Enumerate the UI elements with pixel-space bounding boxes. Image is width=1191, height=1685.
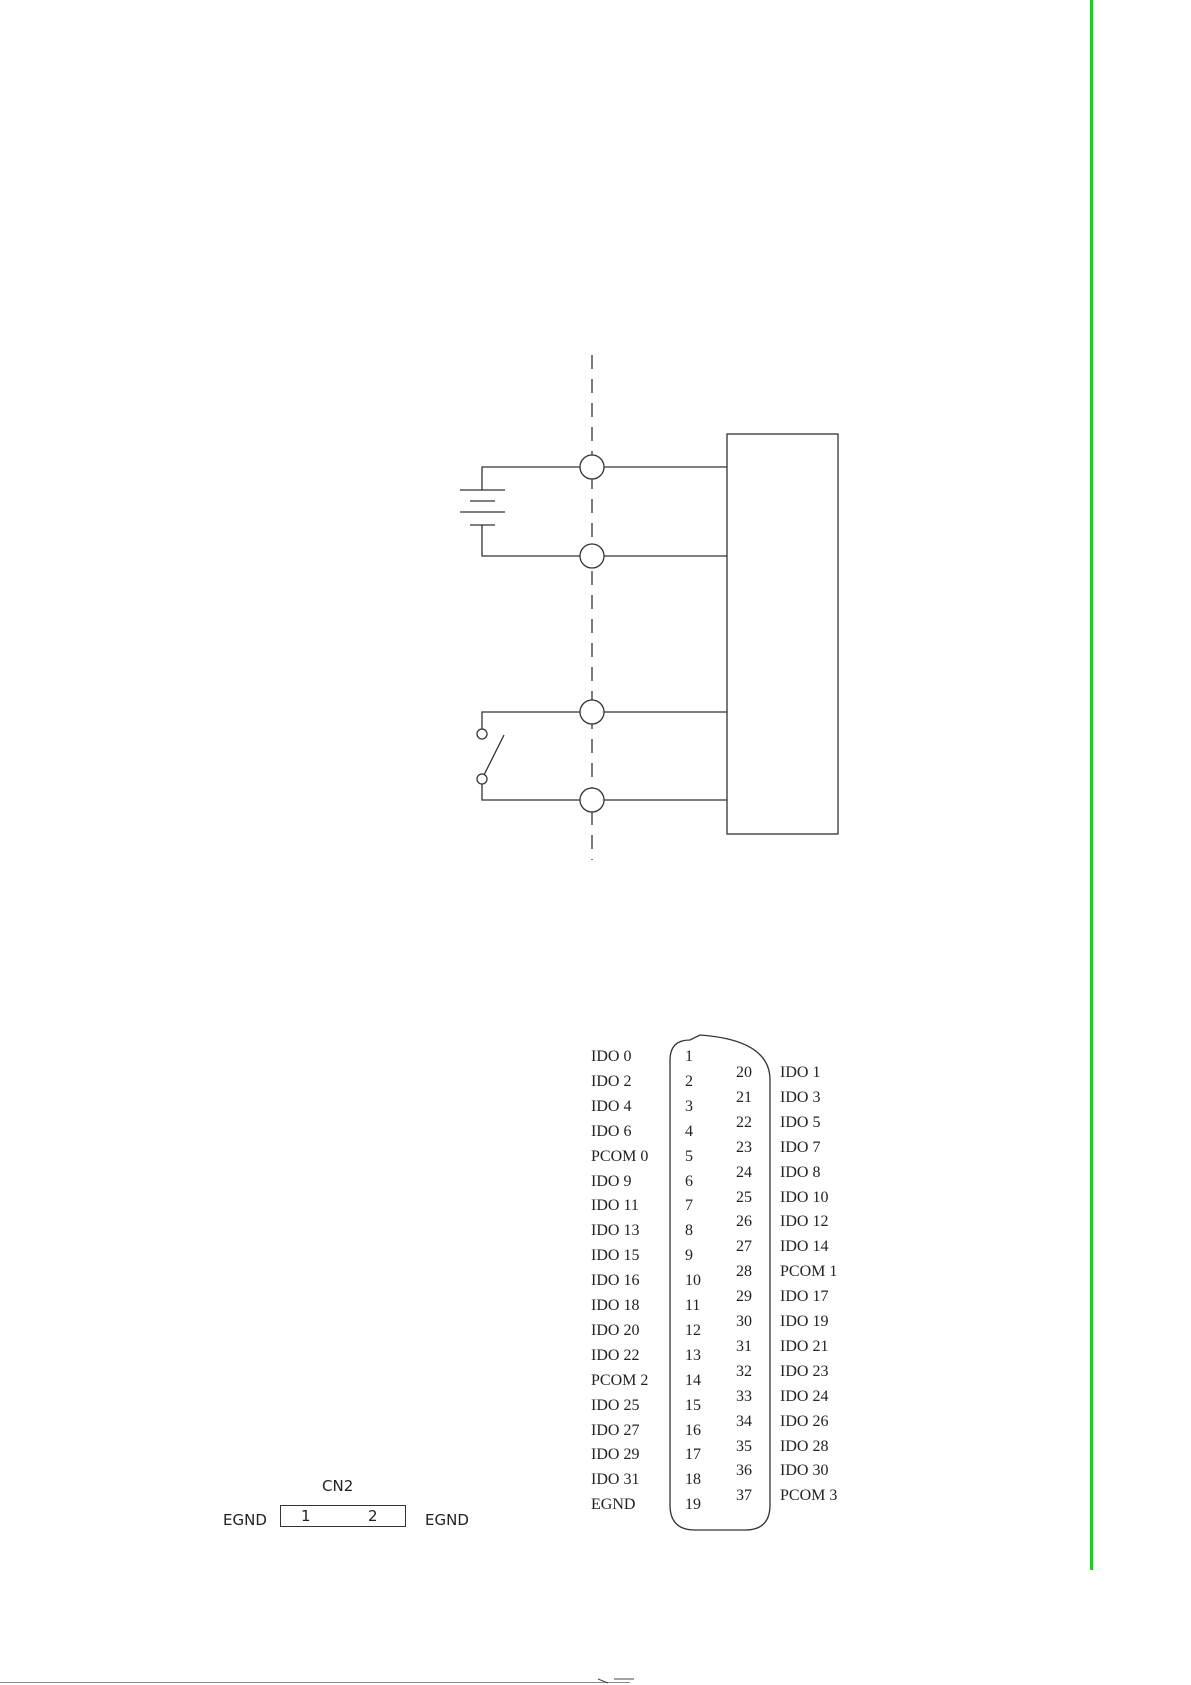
right-pin-number: 29 xyxy=(736,1288,752,1306)
switch-loop-bottom xyxy=(481,784,580,801)
switch-blade xyxy=(483,734,505,776)
cn2-title: CN2 xyxy=(322,1477,354,1495)
left-pin-number: 18 xyxy=(685,1471,701,1489)
left-pin-signal: EGND xyxy=(591,1496,636,1514)
right-pin-signal: IDO 19 xyxy=(780,1313,829,1330)
left-pin-signal: IDO 16 xyxy=(591,1272,640,1290)
right-pin-number: 31 xyxy=(736,1337,752,1355)
right-pin-number: 35 xyxy=(736,1437,752,1455)
left-pin-number: 14 xyxy=(685,1371,701,1389)
right-pin-number: 24 xyxy=(736,1163,752,1181)
right-pin-signal: IDO 17 xyxy=(780,1288,829,1306)
right-pin-number: 37 xyxy=(736,1487,752,1505)
right-pin-number: 27 xyxy=(736,1238,752,1256)
left-pin-number: 15 xyxy=(685,1396,701,1414)
left-pin-signal: IDO 27 xyxy=(591,1421,640,1439)
right-pin-signal: IDO 23 xyxy=(780,1362,829,1380)
right-pin-number: 20 xyxy=(736,1064,752,1081)
right-pin-number: 32 xyxy=(736,1362,752,1380)
footer-mark xyxy=(597,1678,634,1684)
left-pin-number: 1 xyxy=(685,1048,693,1065)
dio-connector-outline xyxy=(669,1034,771,1531)
left-pin-signal: IDO 31 xyxy=(591,1471,640,1489)
left-pin-number: 5 xyxy=(685,1147,693,1165)
terminal-3 xyxy=(579,699,605,725)
right-pin-signal: IDO 3 xyxy=(780,1088,821,1106)
left-pin-number: 13 xyxy=(685,1346,701,1364)
switch-loop-top xyxy=(481,711,580,729)
left-pin-signal: IDO 11 xyxy=(591,1197,639,1215)
left-pin-signal: IDO 13 xyxy=(591,1222,640,1240)
left-pin-signal: IDO 25 xyxy=(591,1396,640,1414)
right-pin-signal: IDO 14 xyxy=(780,1238,829,1256)
right-pin-signal: IDO 1 xyxy=(780,1064,821,1081)
left-pin-signal: IDO 18 xyxy=(591,1297,640,1314)
right-pin-number: 23 xyxy=(736,1138,752,1156)
right-pin-number: 34 xyxy=(736,1412,752,1430)
left-pin-number: 17 xyxy=(685,1446,701,1464)
left-pin-signal: IDO 9 xyxy=(591,1172,632,1190)
left-pin-number: 11 xyxy=(685,1297,701,1314)
cn2-pin-2: 2 xyxy=(368,1507,378,1525)
left-pin-number: 6 xyxy=(685,1172,693,1190)
left-pin-number: 16 xyxy=(685,1421,701,1439)
right-pin-signal: IDO 26 xyxy=(780,1412,829,1430)
right-pin-number: 21 xyxy=(736,1088,752,1106)
left-pin-signal: PCOM 0 xyxy=(591,1147,649,1165)
right-pin-signal: IDO 8 xyxy=(780,1163,821,1181)
left-pin-number: 19 xyxy=(685,1496,701,1514)
right-pin-signal: IDO 24 xyxy=(780,1387,829,1405)
right-pin-signal: IDO 28 xyxy=(780,1437,829,1455)
board-box xyxy=(726,433,839,835)
left-pin-signal: IDO 15 xyxy=(591,1247,640,1265)
right-pin-number: 28 xyxy=(736,1263,752,1281)
right-pin-number: 25 xyxy=(736,1188,752,1206)
left-pin-signal: IDO 22 xyxy=(591,1346,640,1364)
right-pin-signal: IDO 12 xyxy=(780,1213,829,1231)
terminal-1 xyxy=(579,454,605,480)
left-pin-number: 12 xyxy=(685,1321,701,1339)
left-pin-signal: IDO 6 xyxy=(591,1122,632,1140)
right-pin-signal: PCOM 3 xyxy=(780,1487,838,1505)
left-pin-number: 9 xyxy=(685,1247,693,1265)
left-pin-signal: IDO 2 xyxy=(591,1072,632,1090)
right-pin-signal: IDO 10 xyxy=(780,1188,829,1206)
page-accent-bar xyxy=(1090,0,1093,1570)
terminal-4 xyxy=(579,787,605,813)
left-pin-number: 7 xyxy=(685,1197,693,1215)
cn2-right-label: EGND xyxy=(425,1511,469,1529)
left-pin-number: 10 xyxy=(685,1272,701,1290)
battery-loop-bottom xyxy=(481,525,580,557)
battery-loop xyxy=(481,466,580,490)
cn2-left-label: EGND xyxy=(223,1511,267,1529)
right-pin-signal: IDO 5 xyxy=(780,1113,821,1131)
right-pin-number: 26 xyxy=(736,1213,752,1231)
terminal-2 xyxy=(579,543,605,569)
connector-shell xyxy=(669,1034,771,1531)
right-pin-number: 36 xyxy=(736,1462,752,1480)
left-pin-signal: PCOM 2 xyxy=(591,1371,649,1389)
wiring-schematic xyxy=(460,355,839,860)
right-pin-signal: PCOM 1 xyxy=(780,1263,838,1281)
left-pin-number: 8 xyxy=(685,1222,693,1240)
left-pin-number: 3 xyxy=(685,1097,693,1115)
right-pin-number: 33 xyxy=(736,1387,752,1405)
left-pin-number: 4 xyxy=(685,1122,693,1140)
switch-contact-top xyxy=(476,728,488,740)
left-pin-signal: IDO 0 xyxy=(591,1048,632,1065)
right-pin-number: 22 xyxy=(736,1113,752,1131)
footer-rule xyxy=(0,1682,630,1683)
switch-contact-bottom xyxy=(476,773,488,785)
cn2-header-box: 1 2 xyxy=(280,1505,406,1527)
right-pin-signal: IDO 30 xyxy=(780,1462,829,1480)
cn2-pin-1: 1 xyxy=(301,1507,311,1525)
left-pin-signal: IDO 20 xyxy=(591,1321,640,1339)
left-pin-number: 2 xyxy=(685,1072,693,1090)
right-pin-signal: IDO 7 xyxy=(780,1138,821,1156)
left-pin-signal: IDO 4 xyxy=(591,1097,632,1115)
left-pin-signal: IDO 29 xyxy=(591,1446,640,1464)
right-pin-signal: IDO 21 xyxy=(780,1337,829,1355)
right-pin-number: 30 xyxy=(736,1313,752,1330)
